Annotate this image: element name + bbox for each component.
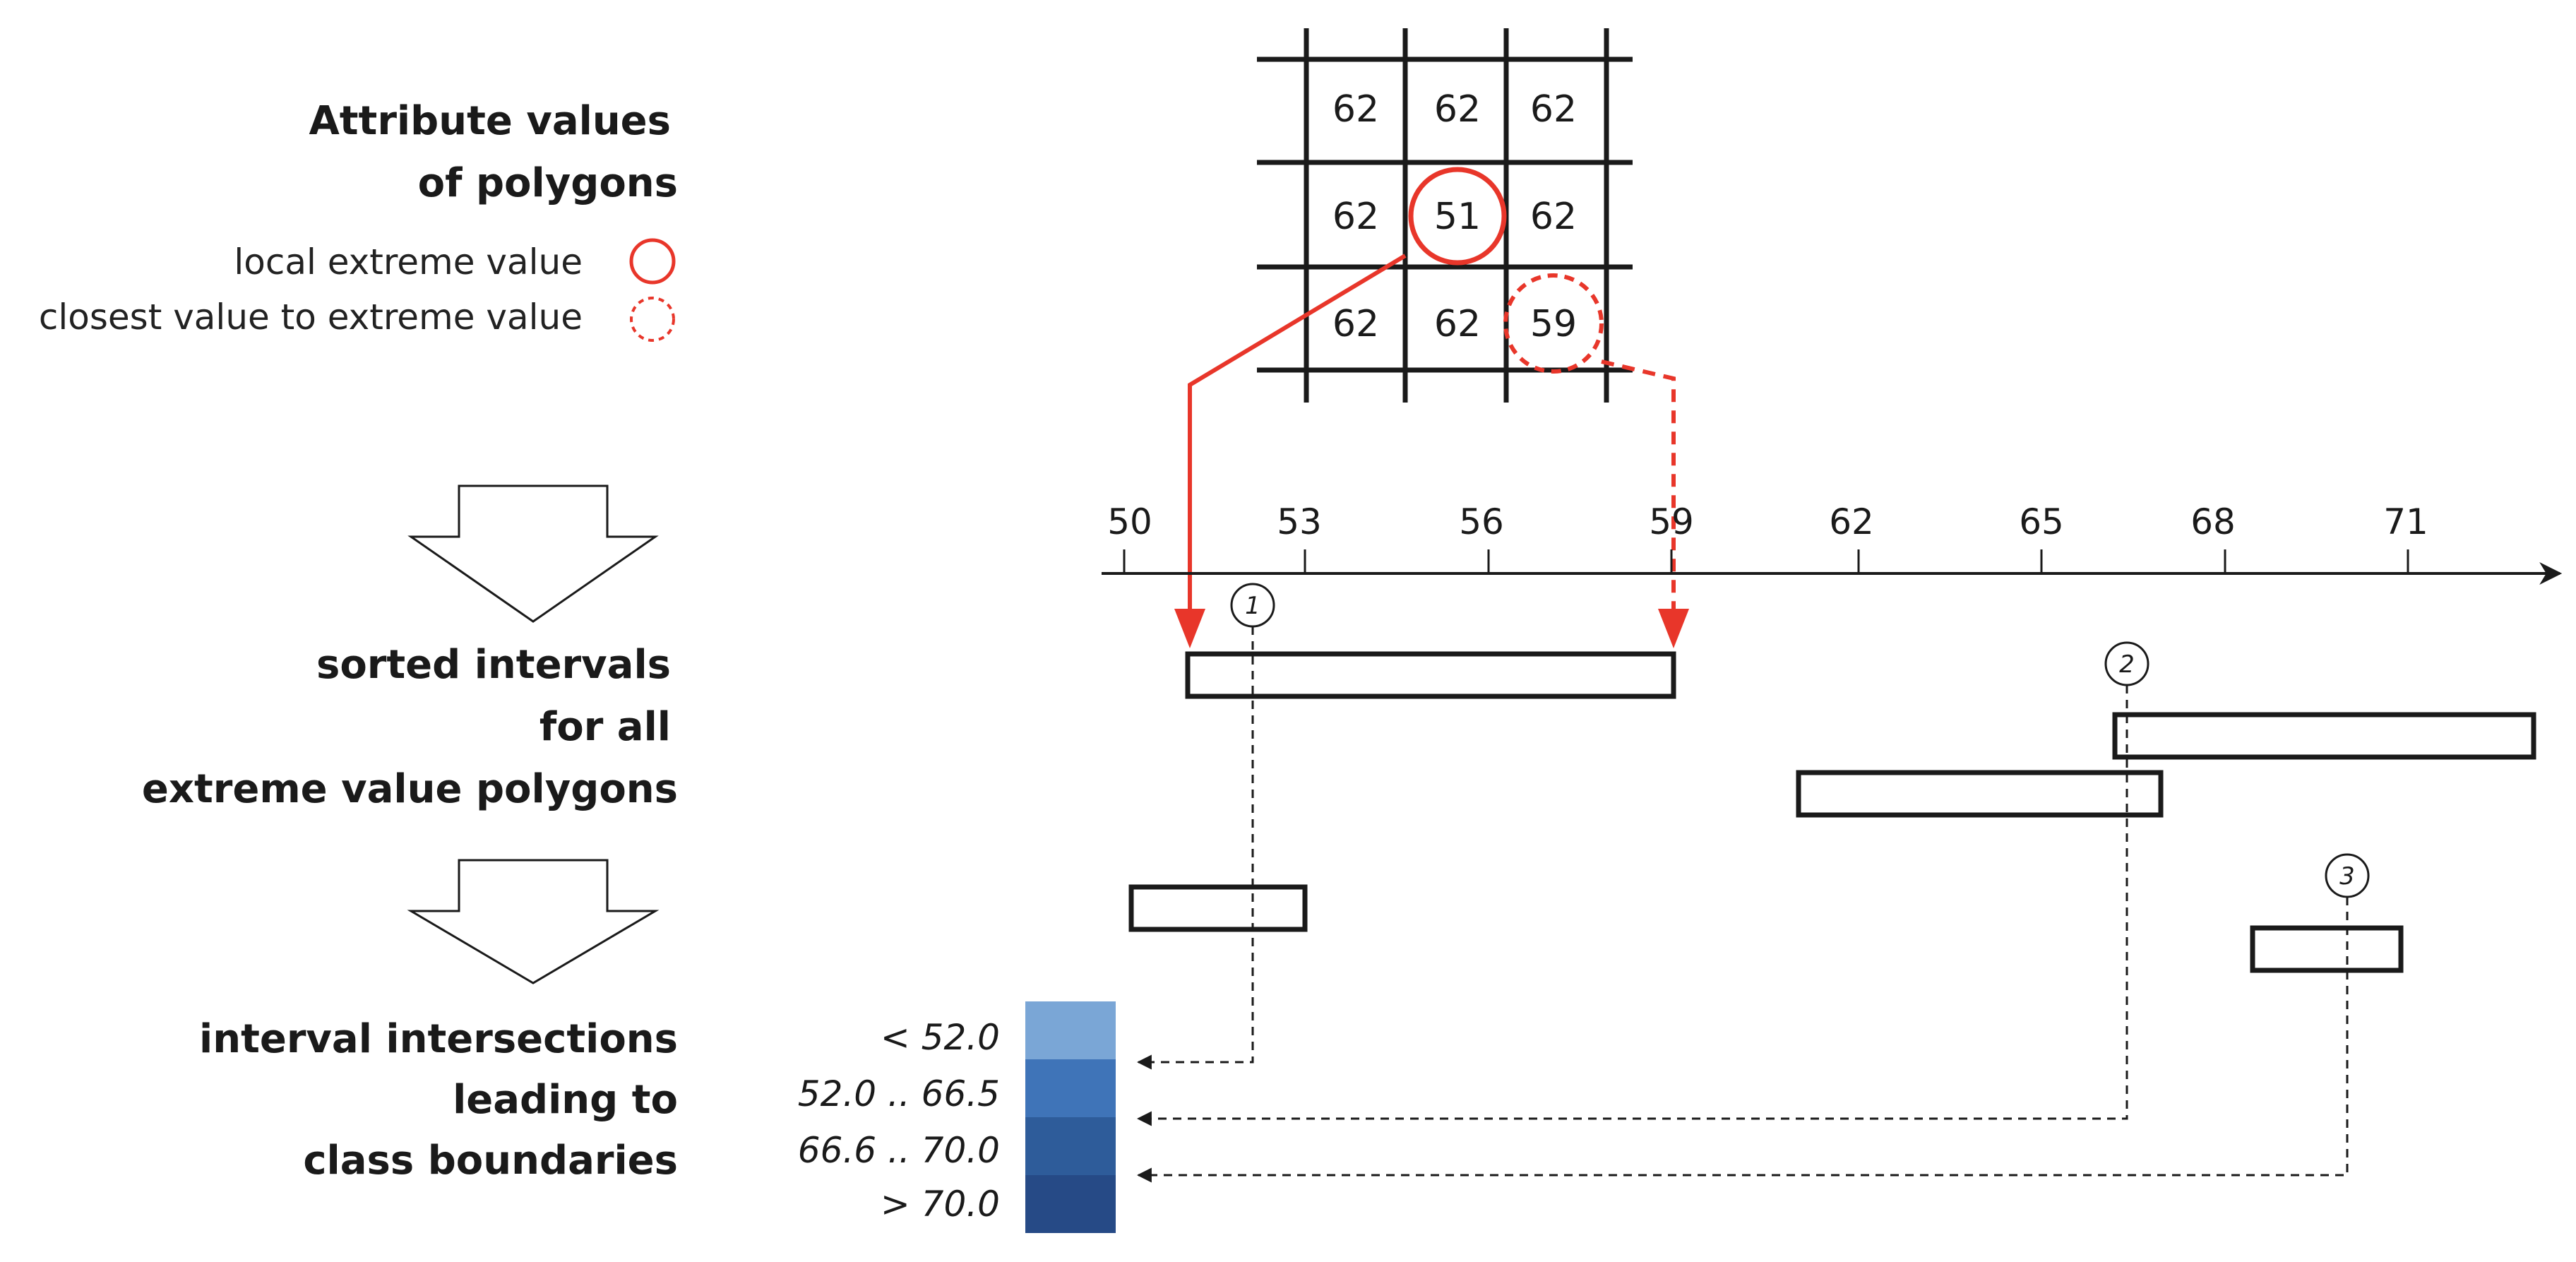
grid-cell-r2c1: 62 bbox=[1332, 196, 1379, 238]
intersection-marker-label-3: 3 bbox=[2339, 862, 2355, 891]
flow-down-arrow-icon-1 bbox=[407, 484, 659, 623]
grid-cell-r2c2: 51 bbox=[1434, 196, 1481, 238]
leader-line-2 bbox=[1136, 685, 2128, 1126]
heading-sorted-line3: extreme value polygons bbox=[142, 766, 678, 812]
axis-tick-label-68: 68 bbox=[2190, 501, 2236, 542]
extreme-connector-arrowhead-icon bbox=[1174, 609, 1205, 648]
polygon-grid bbox=[1257, 28, 1633, 403]
axis-tick-label-50: 50 bbox=[1107, 501, 1152, 542]
heading-intersect-line1: interval intersections bbox=[199, 1016, 678, 1062]
class-label-3: 66.6 .. 70.0 bbox=[798, 1130, 1000, 1171]
interval-bar-high bbox=[2250, 925, 2404, 973]
closest-connector-arrowhead-icon bbox=[1658, 609, 1689, 648]
axis-tick-label-53: 53 bbox=[1277, 501, 1322, 542]
class-label-4: > 70.0 bbox=[881, 1184, 1000, 1225]
grid-cell-r1c2: 62 bbox=[1434, 88, 1481, 131]
intersection-marker-label-2: 2 bbox=[2119, 650, 2135, 679]
class-swatch-4 bbox=[1025, 1175, 1116, 1233]
class-label-1: < 52.0 bbox=[881, 1017, 1000, 1058]
grid-cell-r3c2: 62 bbox=[1434, 303, 1481, 345]
class-swatch-3 bbox=[1025, 1117, 1116, 1175]
local-extreme-circle bbox=[1408, 167, 1507, 266]
extreme-connector-line bbox=[1188, 254, 1407, 640]
axis-ticks bbox=[1123, 549, 2409, 573]
interval-bar-extreme bbox=[1185, 651, 1676, 699]
interval-bar-upper bbox=[2112, 712, 2536, 760]
heading-sorted-line2: for all bbox=[539, 704, 671, 750]
heading-attribute-line2: of polygons bbox=[418, 160, 678, 206]
axis-tick-label-71: 71 bbox=[2383, 501, 2428, 542]
interval-bar-middle bbox=[1796, 770, 2164, 818]
grid-cell-r3c1: 62 bbox=[1332, 303, 1379, 345]
grid-cell-r3c3: 59 bbox=[1530, 303, 1577, 345]
axis-tick-label-56: 56 bbox=[1459, 501, 1504, 542]
interval-bar-low bbox=[1128, 884, 1308, 932]
class-label-2: 52.0 .. 66.5 bbox=[798, 1073, 1000, 1114]
leader-line-3 bbox=[1136, 897, 2349, 1183]
legend-closest-value-label: closest value to extreme value bbox=[39, 297, 583, 338]
legend-local-extreme-label: local extreme value bbox=[234, 242, 583, 282]
flow-down-arrow-icon-2 bbox=[407, 859, 660, 984]
grid-cell-r1c3: 62 bbox=[1530, 88, 1577, 131]
class-swatch-2 bbox=[1025, 1059, 1116, 1117]
class-swatch-1 bbox=[1025, 1001, 1116, 1059]
heading-sorted-line1: sorted intervals bbox=[316, 642, 671, 688]
dashed-circle-legend-icon bbox=[630, 297, 675, 342]
heading-intersect-line2: leading to bbox=[453, 1077, 678, 1123]
closest-connector-line bbox=[1601, 359, 1676, 640]
grid-cell-r1c1: 62 bbox=[1332, 88, 1379, 131]
axis-tick-label-59: 59 bbox=[1649, 501, 1694, 542]
heading-intersect-line3: class boundaries bbox=[303, 1138, 678, 1184]
grid-cell-r2c3: 62 bbox=[1530, 196, 1577, 238]
solid-circle-legend-icon bbox=[629, 238, 676, 285]
leader-line-1 bbox=[1136, 626, 1254, 1070]
intersection-marker-label-1: 1 bbox=[1245, 592, 1260, 620]
axis-tick-label-62: 62 bbox=[1829, 501, 1874, 542]
closest-value-circle bbox=[1503, 273, 1604, 374]
axis-tick-label-65: 65 bbox=[2019, 501, 2064, 542]
heading-attribute-line1: Attribute values bbox=[309, 98, 671, 144]
